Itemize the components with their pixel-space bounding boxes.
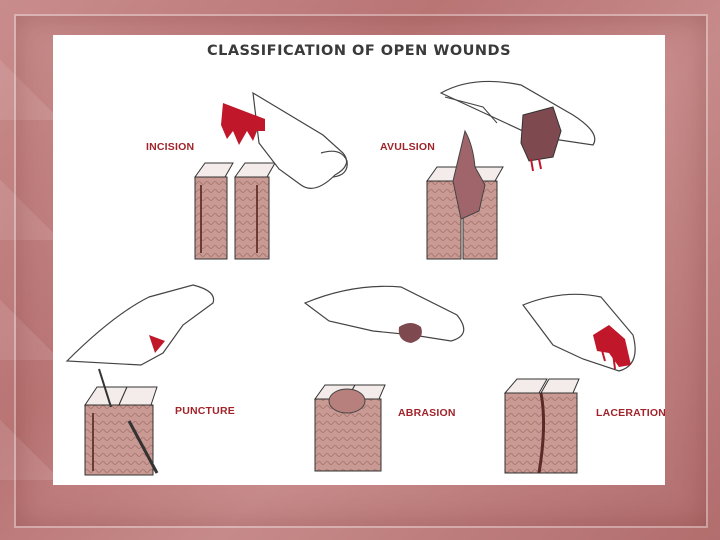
- wound-classification-figure: CLASSIFICATION OF OPEN WOUNDS: [53, 35, 665, 485]
- avulsion-illustration: [426, 80, 596, 260]
- laceration-illustration: [503, 293, 636, 474]
- label-avulsion: AVULSION: [380, 141, 436, 153]
- puncture-illustration: [65, 284, 215, 476]
- label-abrasion: ABRASION: [398, 407, 456, 419]
- abrasion-illustration: [303, 285, 465, 472]
- label-laceration: LACERATION: [596, 407, 665, 419]
- label-puncture: PUNCTURE: [175, 405, 235, 417]
- wound-illustrations: [65, 80, 636, 476]
- label-incision: INCISION: [146, 141, 195, 153]
- slide-frame: [14, 14, 708, 528]
- figure-title: CLASSIFICATION OF OPEN WOUNDS: [206, 43, 512, 59]
- incision-illustration: [194, 91, 348, 260]
